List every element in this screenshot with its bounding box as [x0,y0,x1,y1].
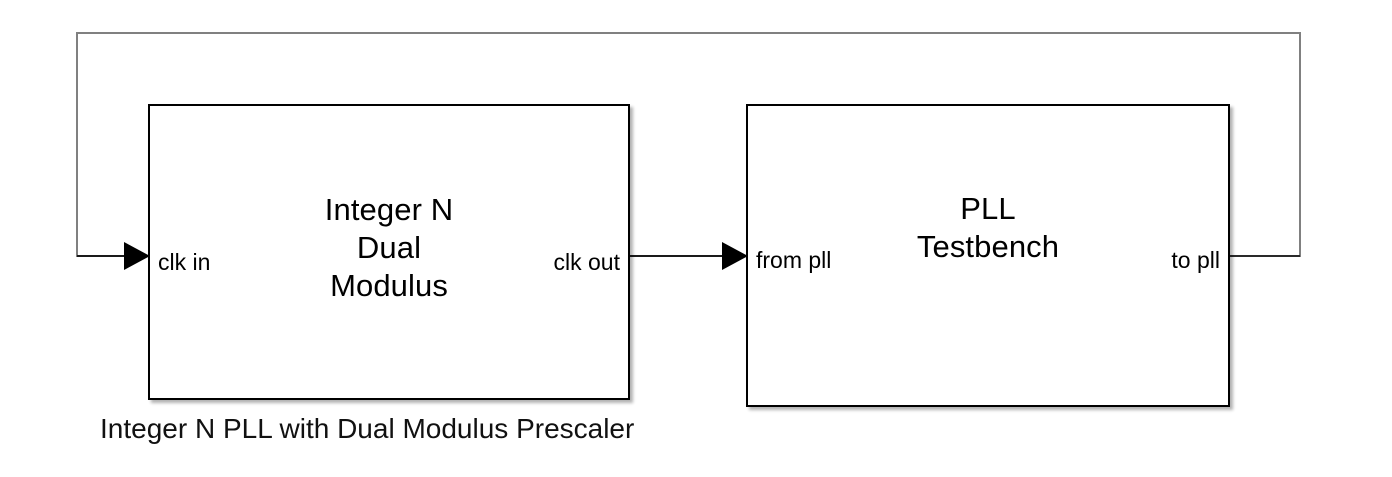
port-label-to-pll: to pll [1171,247,1220,273]
port-label-clk-in: clk in [158,249,211,275]
port-label-from-pll: from pll [756,247,832,273]
block-integer-n-dual-modulus[interactable]: Integer N Dual Modulus clk in clk out [148,104,630,400]
arrowhead-from-pll [722,242,748,270]
arrowhead-clk-in [124,242,150,270]
block-pll-testbench[interactable]: PLL Testbench from pll to pll [746,104,1230,407]
block-title-prescaler: Integer N Dual Modulus [324,192,454,303]
block-title-testbench: PLL Testbench [916,191,1060,264]
port-label-clk-out: clk out [553,249,620,275]
diagram-caption: Integer N PLL with Dual Modulus Prescale… [100,413,635,444]
